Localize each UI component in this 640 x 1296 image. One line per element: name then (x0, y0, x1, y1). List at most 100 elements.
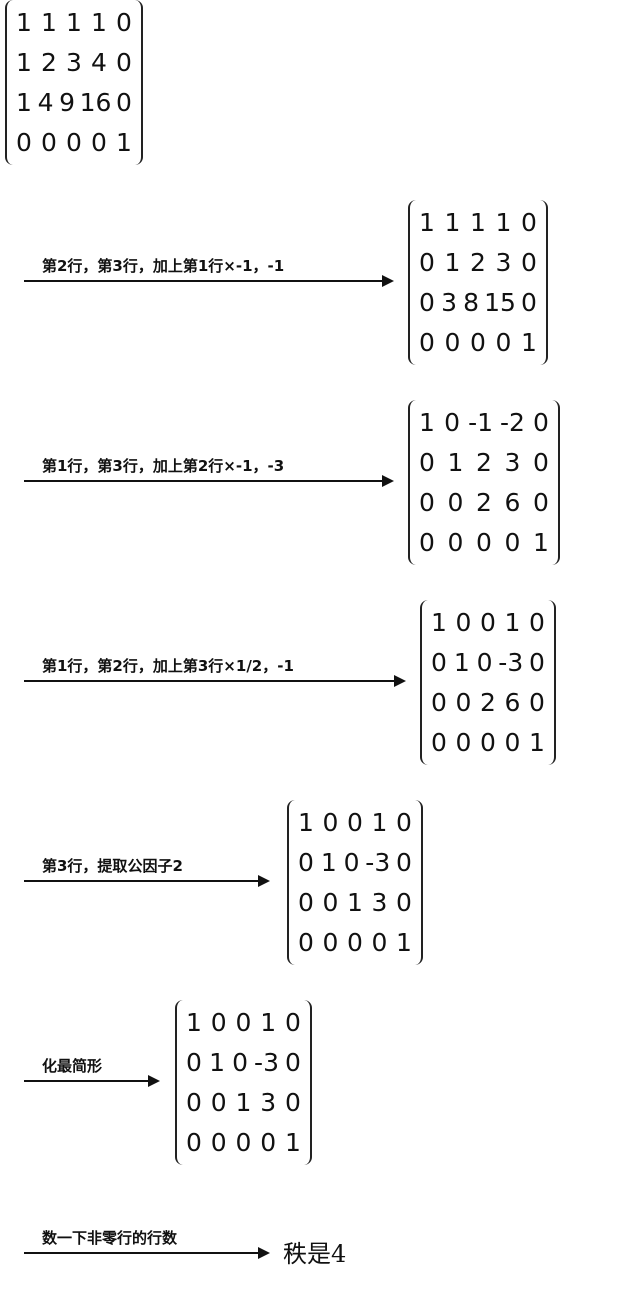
matrix-cell: 1 (521, 327, 537, 357)
matrix-cell: 0 (455, 727, 472, 757)
matrix-cell: 0 (186, 1087, 202, 1117)
matrix-cell: 0 (210, 1007, 227, 1037)
rank-result: 秩是4 (283, 1240, 347, 1268)
matrix-cell: 0 (396, 847, 412, 877)
matrix-cell: 4 (37, 87, 54, 117)
matrix-cell: 0 (431, 687, 447, 717)
matrix-cell: 1 (186, 1007, 202, 1037)
matrix-cell: 0 (419, 287, 435, 317)
matrix-cell: 1 (529, 727, 545, 757)
matrix-cell: 9 (59, 87, 76, 117)
matrix-cell: 0 (476, 527, 492, 557)
step-label: 数一下非零行的行数 (42, 1229, 178, 1247)
step-1-arrow: 第2行，第3行，加上第1行×-1，-1 (24, 240, 396, 287)
matrix-cell: 0 (455, 687, 472, 717)
matrix-cell: 1 (298, 807, 314, 837)
matrix-cell: 1 (260, 1007, 277, 1037)
matrix-cell: 1 (66, 7, 82, 37)
matrix-cell: 0 (232, 1047, 248, 1077)
matrix-cell: 1 (347, 887, 363, 917)
matrix-cell: 0 (347, 807, 363, 837)
matrix-cell: 0 (480, 727, 496, 757)
step-3-arrow: 第1行，第2行，加上第3行×1/2，-1 (24, 640, 408, 687)
matrix-cell: 15 (484, 287, 516, 317)
matrix-cell: 1 (444, 207, 461, 237)
matrix-cell: 3 (441, 287, 457, 317)
matrix-cell: 0 (298, 927, 314, 957)
step-6-arrow: 数一下非零行的行数 (24, 1212, 274, 1259)
matrix-cell: 1 (504, 607, 521, 637)
matrix-cell: 0 (235, 1007, 252, 1037)
matrix-cell: 0 (396, 807, 412, 837)
matrix-cell: -3 (254, 1047, 279, 1077)
matrix-cell: 1 (453, 647, 470, 677)
matrix-cell: 0 (322, 887, 339, 917)
matrix-cell: 0 (91, 127, 107, 157)
matrix-cell: 16 (79, 87, 112, 117)
matrix-cell: 3 (66, 47, 82, 77)
matrix-cell: 8 (463, 287, 480, 317)
matrix-cell: 6 (504, 687, 521, 717)
matrix-cell: 0 (66, 127, 82, 157)
matrix-cell: 1 (419, 407, 435, 437)
matrix-cell: 0 (533, 407, 549, 437)
matrix-cell: 0 (419, 527, 435, 557)
matrix-cell: 1 (16, 7, 32, 37)
step-label: 第1行，第3行，加上第2行×-1，-3 (42, 457, 285, 475)
matrix-cell: 1 (495, 207, 512, 237)
matrix-cell: 0 (444, 327, 461, 357)
matrix-cell: 0 (419, 327, 435, 357)
step-2-arrow: 第1行，第3行，加上第2行×-1，-3 (24, 440, 396, 487)
matrix-cell: 3 (504, 447, 521, 477)
matrix-cell: 0 (495, 327, 512, 357)
step-label: 第2行，第3行，加上第1行×-1，-1 (42, 257, 285, 275)
matrix-cell: 3 (260, 1087, 277, 1117)
matrix-cell: 0 (285, 1007, 301, 1037)
matrix-cell: 1 (235, 1087, 252, 1117)
matrix-cell: 0 (235, 1127, 252, 1157)
matrix-cell: 0 (419, 487, 435, 517)
matrix-cell: 0 (476, 647, 493, 677)
matrix-cell: 0 (480, 607, 496, 637)
matrix-cell: 1 (533, 527, 549, 557)
matrix-cell: 0 (431, 727, 447, 757)
matrix-cell: 0 (116, 47, 132, 77)
matrix-cell: 0 (447, 527, 464, 557)
matrix-cell: 1 (16, 47, 32, 77)
step-label: 第1行，第2行，加上第3行×1/2，-1 (42, 657, 294, 675)
matrix-cell: 4 (91, 47, 107, 77)
matrix-cell: 1 (320, 847, 337, 877)
matrix-cell: 0 (504, 527, 521, 557)
matrix-cell: 1 (209, 1047, 225, 1077)
matrix-cell: 2 (476, 487, 492, 517)
matrix-cell: 0 (210, 1127, 227, 1157)
matrix-cell: 0 (444, 407, 460, 437)
step-label: 化最简形 (42, 1057, 103, 1075)
matrix-cell: 1 (447, 447, 464, 477)
matrix-cell: 0 (455, 607, 472, 637)
matrix-cell: 0 (41, 127, 57, 157)
matrix-cell: 1 (419, 207, 435, 237)
matrix-cell: 1 (116, 127, 132, 157)
matrix-cell: 0 (343, 847, 360, 877)
matrix-cell: 1 (16, 87, 32, 117)
